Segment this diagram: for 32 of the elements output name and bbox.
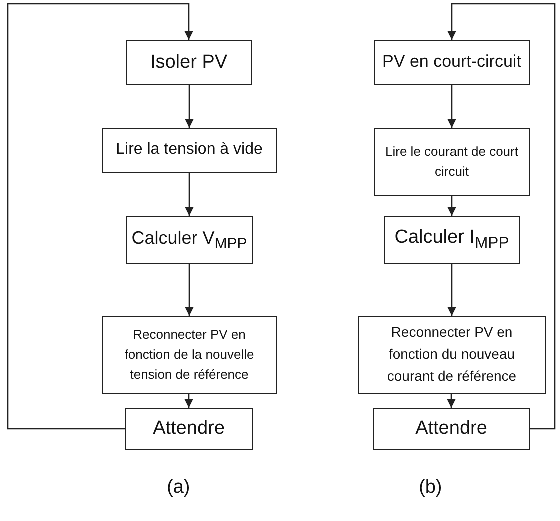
step-text: Attendre bbox=[416, 417, 488, 442]
panel-label: (a) bbox=[167, 477, 190, 499]
step-text: PV en court-circuit bbox=[382, 51, 522, 74]
arrow bbox=[184, 394, 194, 408]
step-text: Lire le courant de court circuit bbox=[384, 142, 520, 181]
process-box bbox=[102, 128, 277, 173]
arrow bbox=[448, 3, 556, 430]
process-box bbox=[102, 316, 277, 394]
arrow bbox=[185, 173, 194, 216]
arrow bbox=[448, 85, 456, 128]
step-text: Reconnecter PV en fonction du nouveau courant de référence bbox=[386, 323, 518, 386]
process-box bbox=[358, 316, 546, 394]
arrow bbox=[448, 196, 456, 216]
step-text: Attendre bbox=[153, 417, 225, 442]
process-box bbox=[125, 408, 253, 450]
process-box bbox=[126, 40, 252, 85]
step-text: Calculer V$_{MPP}$ bbox=[132, 226, 248, 254]
step-text: Reconnecter PV en fonction de la nouvelle tension de référence bbox=[124, 326, 256, 384]
step-text: Lire la tension à vide bbox=[116, 140, 263, 160]
process-box bbox=[373, 408, 530, 450]
process-box bbox=[374, 128, 530, 196]
arrow bbox=[447, 394, 456, 408]
process-box bbox=[126, 216, 253, 264]
step-text: Isoler PV bbox=[150, 50, 228, 75]
process-box bbox=[384, 216, 520, 264]
process-box bbox=[374, 40, 530, 85]
arrow bbox=[7, 3, 194, 430]
arrow bbox=[185, 85, 194, 128]
arrow bbox=[185, 264, 194, 316]
step-text: Calculer I$_{MPP}$ bbox=[394, 226, 510, 254]
panel-label: (b) bbox=[419, 477, 442, 499]
arrow bbox=[448, 264, 456, 316]
